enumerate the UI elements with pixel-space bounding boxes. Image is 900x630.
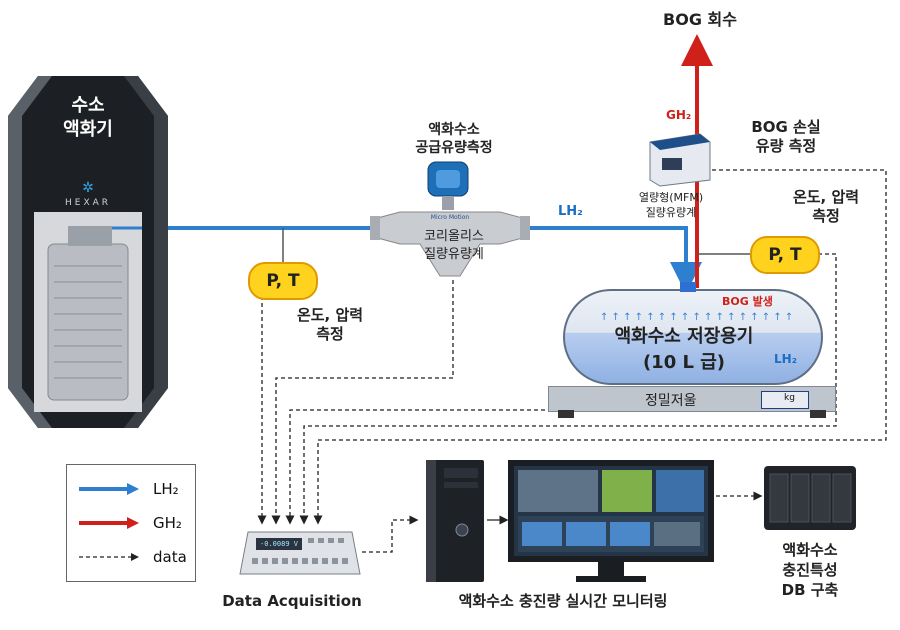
daq-label: Data Acquisition [222,592,362,610]
legend-item-lh2: LH₂ [67,477,195,501]
scale-unit: kg [784,393,795,403]
mfm-label: 열량형(MFM) 질량유량계 [612,190,730,220]
bog-generation-label: BOG 발생 [722,295,773,308]
db-label-line2: 충진특성 [782,561,838,579]
lh2-pipe-label: LH₂ [558,204,583,219]
tank-label-line2: (10 L 급) [642,352,726,373]
hexar-logo-icon: ✲ [82,180,94,196]
pt-left-caption: 온도, 압력 측정 [280,306,380,344]
hexar-brand: HEXAR [64,198,112,208]
legend-gh2-label: GH₂ [153,514,182,532]
precision-scale: 정밀저울 kg [548,386,836,412]
db-label-line1: 액화수소 [782,541,838,559]
hydrogen-liquefier: 수소 액화기 ✲ HEXAR [8,76,168,428]
pt-sensor-left: P, T [248,262,318,300]
legend-data-arrow-icon [79,553,139,561]
coriolis-flowmeter [370,161,530,277]
tank-label: 액화수소 저장용기 (10 L 급) [584,324,784,376]
data-line-flowmeter [271,280,454,525]
pt-right-caption-line1: 온도, 압력 [792,188,860,206]
mfm-meter [649,133,711,187]
scale-display: kg [761,391,809,409]
legend-lh2-arrow-icon [79,483,139,495]
liquefier-cabinet [8,76,168,428]
data-line-mfm [313,169,887,525]
liquefier-title: 수소 액화기 [38,94,138,142]
legend: LH₂ GH₂ data [66,464,196,582]
legend-item-data: data [67,545,195,569]
db-server [764,466,856,530]
pt-right-caption-line2: 측정 [812,206,840,225]
monitoring-screen [508,460,714,582]
data-acquisition-device [239,531,361,575]
pt-left-caption-line1: 온도, 압력 [296,306,364,324]
scale-foot-right [810,410,826,418]
mfm-label-line2: 질량유량계 [645,206,697,219]
pt-left-caption-line2: 측정 [316,324,344,343]
flowmeter-title-line2: 공급유량측정 [415,139,493,156]
bog-loss-line2: 유량 측정 [755,136,817,155]
flowmeter-body-line1: 코리올리스 [424,229,484,244]
scale-label: 정밀저울 [645,393,697,409]
tank-label-line1: 액화수소 저장용기 [614,326,754,347]
pc-tower [426,460,484,582]
pt-sensor-right: P, T [750,236,820,274]
db-label: 액화수소 충진특성 DB 구축 [760,540,860,600]
flowmeter-title: 액화수소 공급유량측정 [374,122,534,157]
bog-recovery-label: BOG 회수 [663,10,737,29]
legend-item-gh2: GH₂ [67,511,195,535]
liquefier-title-line2: 액화기 [63,119,113,140]
legend-gh2-arrow-icon [79,517,139,529]
db-label-line3: DB 구축 [781,581,839,599]
bog-loss-label: BOG 손실 유량 측정 [736,118,836,156]
data-line-pt-right [299,253,837,525]
svg-text:↑ ↑ ↑ ↑ ↑ ↑ ↑ ↑ ↑ ↑ ↑ ↑ ↑ ↑ ↑: ↑ ↑ ↑ ↑ ↑ ↑ ↑ ↑ ↑ ↑ ↑ ↑ ↑ ↑ ↑ ↑ ↑ [600,312,793,323]
flowmeter-body-line2: 질량유량계 [424,247,484,262]
flowmeter-badge: Micro Motion [430,214,470,221]
bog-loss-line1: BOG 손실 [751,118,821,136]
daq-display: -0.0089 V [260,540,298,548]
scale-foot-left [558,410,574,418]
liquefier-title-line1: 수소 [71,95,105,116]
storage-tank: ↑ ↑ ↑ ↑ ↑ ↑ ↑ ↑ ↑ ↑ ↑ ↑ ↑ ↑ ↑ ↑ ↑ [563,282,823,385]
gh2-line-label: GH₂ [666,108,692,122]
flowmeter-title-line1: 액화수소 [428,122,480,138]
data-line-daq-pc [362,515,419,553]
monitoring-label: 액화수소 충진량 실시간 모니터링 [458,592,668,610]
tank-lh2-label: LH₂ [774,352,797,366]
mfm-label-line1: 열량형(MFM) [638,191,704,204]
lh2-pipe-to-tank [525,226,702,294]
flowmeter-body-label: 코리올리스 질량유량계 [398,228,510,264]
legend-data-label: data [153,548,187,566]
legend-lh2-label: LH₂ [153,480,179,498]
pt-right-caption: 온도, 압력 측정 [776,188,876,226]
